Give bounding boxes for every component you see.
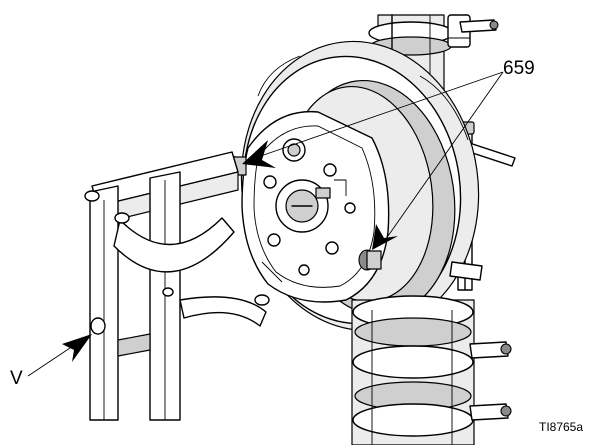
lower-clamp-upper xyxy=(469,341,512,359)
lower-clamp-lower xyxy=(469,403,512,421)
figure-id-label: TI8765a xyxy=(539,420,584,434)
lower-manifold xyxy=(351,295,475,445)
leader-659 xyxy=(242,71,504,250)
leader-v xyxy=(27,334,92,377)
bolt-659-lower xyxy=(358,249,382,271)
top-clamp xyxy=(447,14,499,48)
right-clamp-mid xyxy=(449,261,483,281)
callout-label-v: V xyxy=(10,368,23,389)
support-bracket xyxy=(84,151,270,421)
diaphragm-plate xyxy=(241,110,390,303)
callout-label-659: 659 xyxy=(503,58,535,79)
